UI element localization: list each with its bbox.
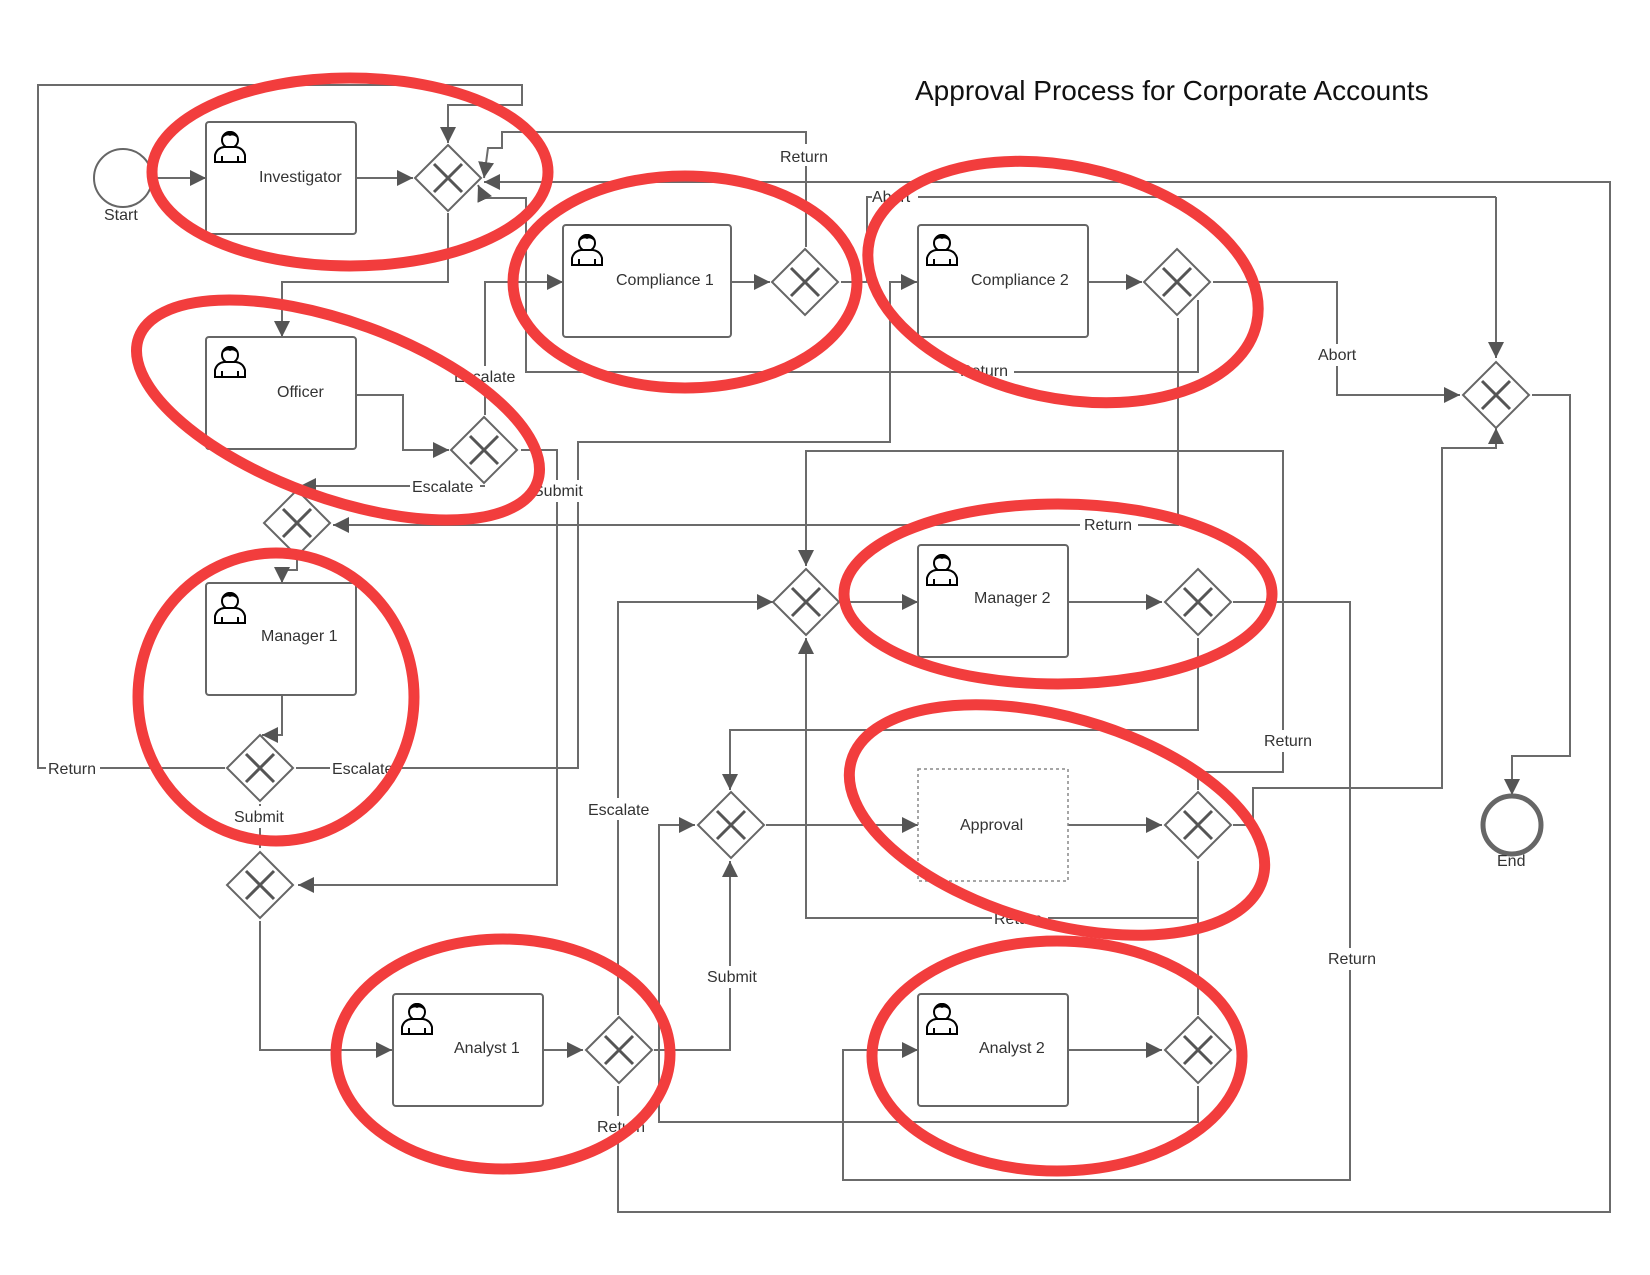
task-label: Manager 1 bbox=[261, 628, 338, 645]
exclusive-gateway-x-icon[interactable] bbox=[413, 143, 483, 213]
task-label: Approval bbox=[960, 817, 1023, 834]
edge-label-return: Return bbox=[48, 761, 96, 778]
task-label: Officer bbox=[277, 384, 325, 401]
edge-label-return: Return bbox=[780, 149, 828, 166]
exclusive-gateway-x-icon[interactable] bbox=[1163, 1015, 1233, 1085]
task-label: Analyst 1 bbox=[454, 1040, 520, 1057]
exclusive-gateway-x-icon[interactable] bbox=[225, 733, 295, 803]
highlight-ellipse bbox=[862, 155, 1264, 409]
edge-label-return: Return bbox=[1264, 733, 1312, 750]
exclusive-gateway-x-icon[interactable] bbox=[584, 1015, 654, 1085]
task-analyst-1[interactable]: Analyst 1 bbox=[392, 993, 544, 1107]
edge-label-submit: Submit bbox=[234, 809, 284, 826]
highlight-ellipse bbox=[507, 170, 863, 394]
exclusive-gateway-x-icon[interactable] bbox=[770, 247, 840, 317]
highlight-ellipse bbox=[131, 294, 545, 526]
exclusive-gateway-x-icon[interactable] bbox=[1163, 567, 1233, 637]
edge-label-escalate: Escalate bbox=[412, 479, 473, 496]
task-label: Compliance 1 bbox=[616, 272, 714, 289]
task-label: Investigator bbox=[259, 169, 342, 186]
edge-label-escalate: Escalate bbox=[588, 802, 649, 819]
edge-label-escalate: Escalate bbox=[332, 761, 393, 778]
highlight-ellipse bbox=[132, 547, 420, 847]
exclusive-gateway-x-icon[interactable] bbox=[449, 415, 519, 485]
start-event-label: Start bbox=[104, 207, 138, 224]
task-compliance-2[interactable]: Compliance 2 bbox=[917, 224, 1089, 338]
task-manager-1[interactable]: Manager 1 bbox=[205, 582, 357, 696]
edge-label-abort: Abort bbox=[1318, 347, 1357, 364]
highlight-ellipse bbox=[330, 933, 676, 1175]
task-officer[interactable]: Officer bbox=[205, 336, 357, 450]
highlight-annotations bbox=[131, 72, 1278, 1177]
highlight-ellipse bbox=[146, 72, 554, 272]
edge-label-return: Return bbox=[1328, 951, 1376, 968]
task-compliance-1[interactable]: Compliance 1 bbox=[562, 224, 732, 338]
exclusive-gateway-x-icon[interactable] bbox=[225, 850, 295, 920]
highlight-ellipse bbox=[838, 498, 1278, 690]
task-investigator[interactable]: Investigator bbox=[205, 121, 357, 235]
exclusive-gateway-x-icon[interactable] bbox=[1163, 790, 1233, 860]
task-analyst-2[interactable]: Analyst 2 bbox=[917, 993, 1069, 1107]
exclusive-gateway-x-icon[interactable] bbox=[1142, 247, 1212, 317]
task-approval[interactable]: Approval bbox=[917, 768, 1069, 882]
task-manager-2[interactable]: Manager 2 bbox=[917, 544, 1069, 658]
edge-label-return: Return bbox=[1084, 517, 1132, 534]
start-event[interactable]: Start bbox=[93, 148, 153, 224]
task-label: Analyst 2 bbox=[979, 1040, 1045, 1057]
edge-label-submit: Submit bbox=[707, 969, 757, 986]
end-event-label: End bbox=[1497, 853, 1525, 870]
edge-label-submit: Submit bbox=[533, 483, 583, 500]
exclusive-gateway-x-icon[interactable] bbox=[771, 567, 841, 637]
end-event[interactable]: End bbox=[1480, 793, 1544, 870]
highlight-ellipse bbox=[843, 699, 1271, 941]
task-label: Manager 2 bbox=[974, 590, 1051, 607]
diagram-title: Approval Process for Corporate Accounts bbox=[915, 75, 1429, 106]
task-label: Compliance 2 bbox=[971, 272, 1069, 289]
exclusive-gateway-x-icon[interactable] bbox=[1461, 360, 1531, 430]
connectors bbox=[37, 84, 1611, 1213]
exclusive-gateway-x-icon[interactable] bbox=[696, 790, 766, 860]
highlight-ellipse bbox=[866, 935, 1248, 1177]
